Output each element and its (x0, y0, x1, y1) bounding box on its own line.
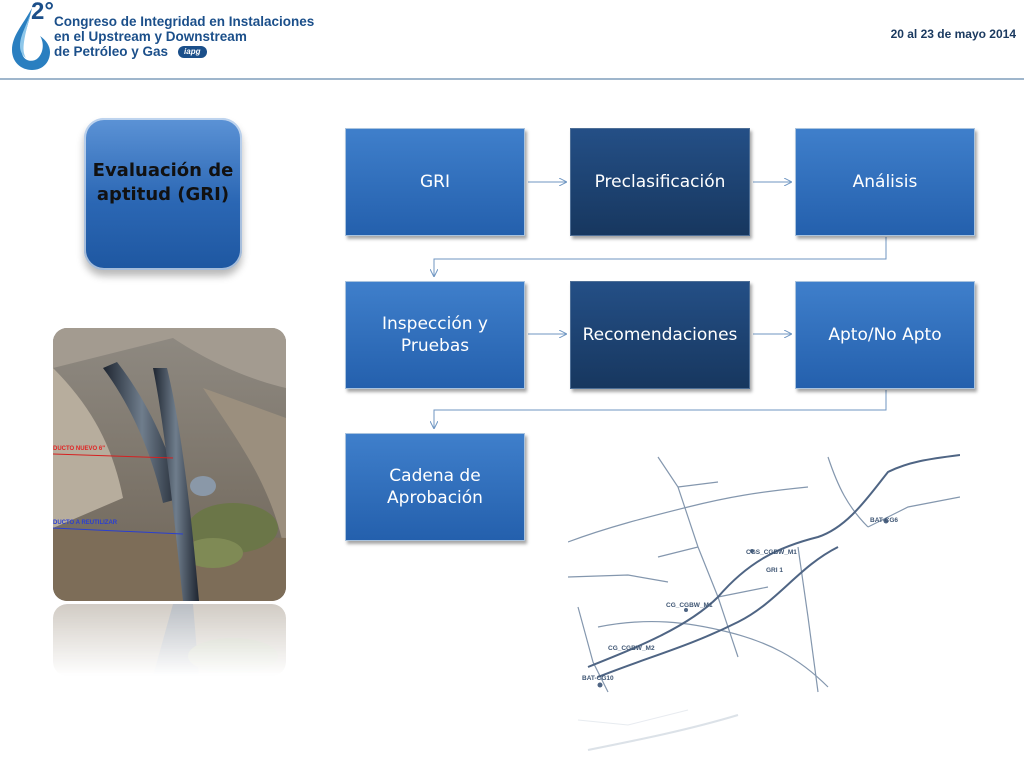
gri-title-box: Evaluación de aptitud (GRI) (84, 118, 242, 270)
pipeline-network-lines (568, 447, 960, 697)
pipeline-photo-reflection (53, 604, 286, 676)
step-apto-no-apto: Apto/No Apto (795, 281, 975, 389)
congress-title-line-1: Congreso de Integridad en Instalaciones (54, 14, 315, 29)
step-inspeccion-pruebas: Inspección y Pruebas (345, 281, 525, 389)
step-cadena-aprobacion-label: Cadena de Aprobación (387, 466, 483, 508)
event-date: 20 al 23 de mayo 2014 (890, 27, 1016, 41)
step-recomendaciones-label: Recomendaciones (582, 325, 738, 345)
congress-logo-icon (12, 8, 50, 70)
step-gri: GRI (345, 128, 525, 236)
map-label-cg-cgbw-m2: CG_CGBW_M2 (608, 645, 655, 652)
step-preclasificacion-label: Preclasificación (594, 172, 726, 192)
congress-title-line-2: en el Upstream y Downstream (54, 29, 247, 44)
pipeline-trench-illustration (53, 328, 286, 601)
map-label-bat-cg6: BAT-CG6 (870, 517, 899, 524)
pipeline-trench-photo: DUCTO NUEVO 6" DUCTO A REUTILIZAR (53, 328, 286, 601)
step-inspeccion-pruebas-label: Inspección y Pruebas (382, 314, 488, 356)
step-analisis: Análisis (795, 128, 975, 236)
step-apto-no-apto-label: Apto/No Apto (828, 325, 942, 345)
pipeline-map-reflection (568, 700, 960, 760)
arrow-analisis-to-inspeccion (434, 237, 887, 276)
gri-title-label: Evaluación de aptitud (GRI) (92, 160, 234, 205)
step-preclasificacion: Preclasificación (570, 128, 750, 236)
step-analisis-label: Análisis (852, 172, 918, 192)
congress-title: Congreso de Integridad en Instalaciones … (54, 14, 314, 59)
iapg-badge: iapg (178, 46, 207, 59)
step-cadena-aprobacion: Cadena de Aprobación (345, 433, 525, 541)
arrow-apto-to-cadena (434, 390, 887, 428)
photo-label-reuse-pipe: DUCTO A REUTILIZAR (53, 520, 118, 526)
map-label-cg-cgbw-m1: CG_CGBW_M1 (666, 602, 713, 609)
logo-number: 2° (31, 0, 54, 25)
map-label-gri-1: GRI 1 (766, 567, 783, 574)
map-label-bat-cg10: BAT-CG10 (582, 675, 614, 682)
map-label-cgs-cgbw-m1: CGS_CGBW_M1 (746, 549, 797, 556)
step-recomendaciones: Recomendaciones (570, 281, 750, 389)
pipeline-network-map: BAT-CG6 CGS_CGBW_M1 CG_CGBW_M1 CG_CGBW_M… (568, 447, 960, 697)
photo-label-new-pipe: DUCTO NUEVO 6" (53, 446, 106, 452)
step-gri-label: GRI (420, 172, 450, 192)
header-divider (0, 78, 1024, 80)
